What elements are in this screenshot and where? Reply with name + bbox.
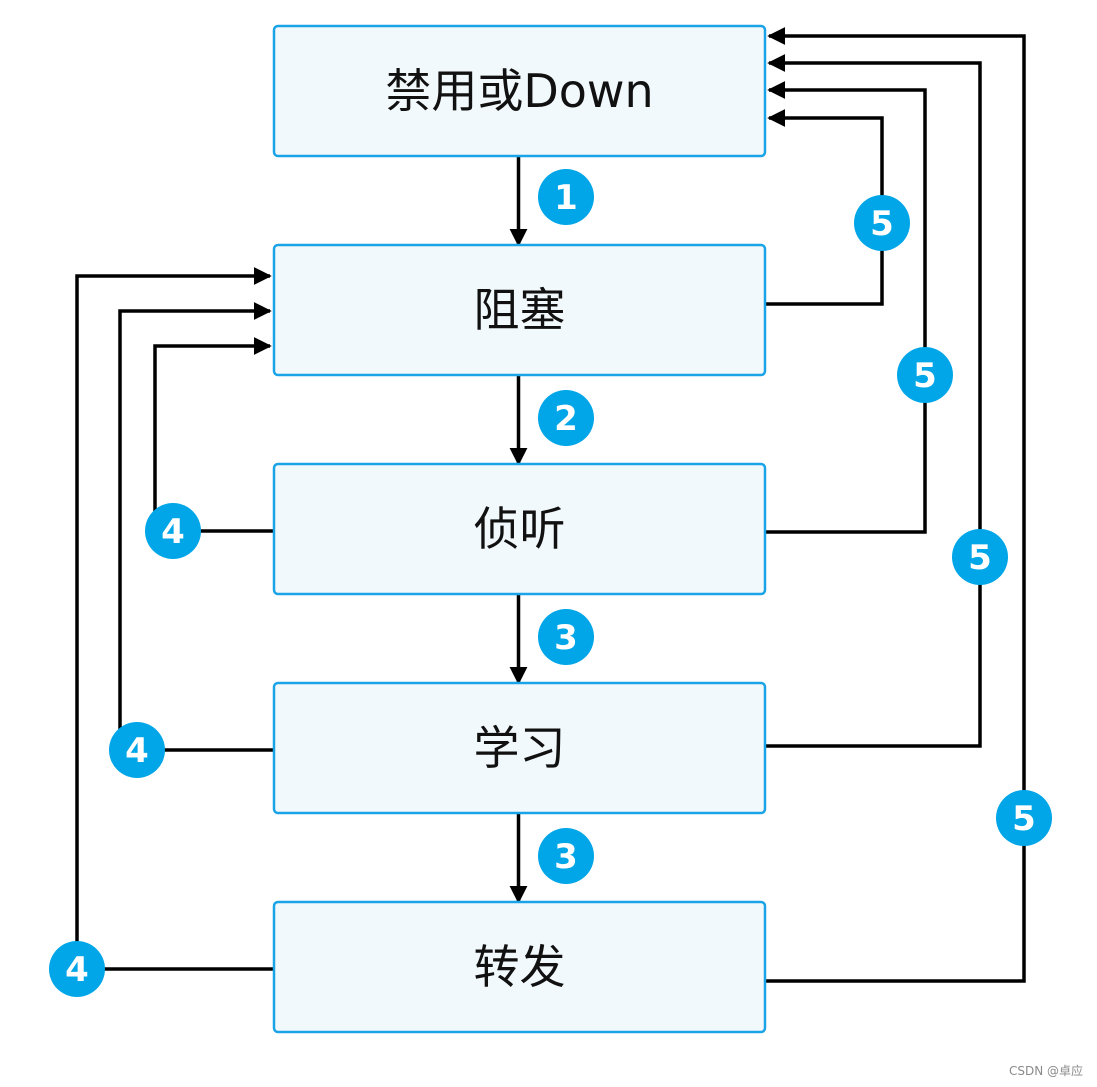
- transition-badge-7: 4: [49, 941, 105, 997]
- badge-circle: [49, 941, 105, 997]
- badge-circle: [854, 195, 910, 251]
- state-label-listening: 侦听: [474, 502, 566, 556]
- badge-label: 5: [968, 538, 992, 578]
- badge-circle: [538, 390, 594, 446]
- state-box-blocking: 阻塞: [272, 243, 767, 377]
- state-label-blocking: 阻塞: [474, 283, 566, 337]
- transition-badges: 1 2 3 3 4 4 4 5 5 5 5: [49, 169, 1052, 997]
- badge-label: 5: [913, 356, 937, 396]
- transition-line-5: [153, 337, 274, 533]
- badge-circle: [952, 529, 1008, 585]
- badge-circle: [538, 609, 594, 665]
- state-label-learning: 学习: [474, 721, 566, 775]
- state-label-forwarding: 转发: [474, 940, 566, 994]
- badge-circle: [996, 790, 1052, 846]
- transition-badge-2: 2: [538, 390, 594, 446]
- transition-badge-10: 5: [952, 529, 1008, 585]
- state-box-forwarding: 转发: [272, 900, 767, 1034]
- badge-label: 2: [554, 399, 578, 439]
- transition-line-11: [765, 27, 1026, 983]
- transition-line-9: [765, 81, 927, 534]
- badge-circle: [538, 169, 594, 225]
- badge-label: 1: [554, 178, 578, 218]
- watermark: CSDN @卓应: [1008, 1064, 1083, 1078]
- badge-label: 4: [65, 950, 89, 990]
- transition-badge-11: 5: [996, 790, 1052, 846]
- transition-line-6: [118, 302, 274, 752]
- transition-line-10: [765, 54, 982, 748]
- badge-label: 5: [870, 204, 894, 244]
- transition-badge-9: 5: [897, 347, 953, 403]
- transition-badge-3: 3: [538, 609, 594, 665]
- badge-label: 5: [1012, 799, 1036, 839]
- transition-badge-8: 5: [854, 195, 910, 251]
- state-box-rect: [272, 243, 767, 377]
- state-box-rect: [272, 462, 767, 596]
- badge-circle: [145, 503, 201, 559]
- transition-lines: [75, 27, 1026, 983]
- state-box-rect: [272, 24, 767, 158]
- state-box-learning: 学习: [272, 681, 767, 815]
- badge-circle: [538, 828, 594, 884]
- badge-label: 4: [161, 512, 185, 552]
- state-box-rect: [272, 900, 767, 1034]
- state-box-listening: 侦听: [272, 462, 767, 596]
- badge-label: 4: [125, 731, 149, 771]
- badge-circle: [897, 347, 953, 403]
- state-label-disabled: 禁用或Down: [385, 64, 653, 118]
- transition-line-7: [75, 267, 274, 971]
- transition-badge-5: 4: [145, 503, 201, 559]
- badge-label: 3: [554, 837, 578, 877]
- transition-badge-4: 3: [538, 828, 594, 884]
- badge-label: 3: [554, 618, 578, 658]
- transition-badge-1: 1: [538, 169, 594, 225]
- state-box-rect: [272, 681, 767, 815]
- badge-circle: [109, 722, 165, 778]
- state-box-disabled: 禁用或Down: [272, 24, 767, 158]
- transition-badge-6: 4: [109, 722, 165, 778]
